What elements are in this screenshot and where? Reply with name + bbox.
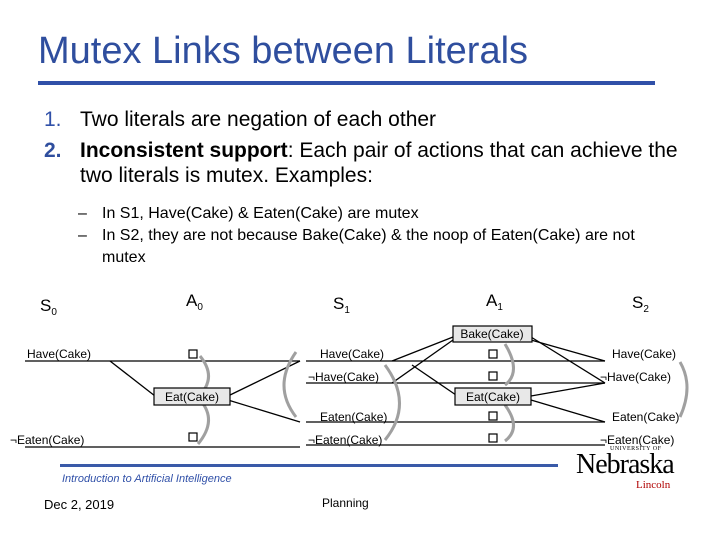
sub-bullet-text: In S2, they are not because Bake(Cake) &… [102, 227, 635, 266]
s2-literal: ¬Have(Cake) [600, 370, 671, 384]
sub-bullet-list: – In S1, Have(Cake) & Eaten(Cake) are mu… [78, 203, 638, 269]
noop-nodes [188, 349, 498, 443]
action-a1-bake: Bake(Cake) [452, 325, 533, 343]
graph-edges [25, 336, 606, 448]
action-a1-eat: Eat(Cake) [454, 387, 532, 406]
slide-date: Dec 2, 2019 [44, 497, 115, 512]
header-s1: S1 [333, 294, 350, 316]
slide-topic: Planning [322, 496, 369, 510]
bullet-text: : Each pair of actions that can achieve … [80, 139, 678, 187]
bullet-list: 1. Two literals are negation of each oth… [44, 107, 684, 194]
header-a1: A1 [486, 291, 503, 313]
sub-bullet-1: – In S1, Have(Cake) & Eaten(Cake) are mu… [78, 203, 638, 225]
bullet-number: 1. [44, 108, 62, 131]
action-a0-eat: Eat(Cake) [153, 387, 231, 406]
header-a0: A0 [186, 291, 203, 313]
header-s2: S2 [632, 293, 649, 315]
title-underline [38, 81, 655, 85]
sub-bullet-2: – In S2, they are not because Bake(Cake)… [78, 225, 638, 269]
bullet-bold-term: Inconsistent support [80, 139, 288, 162]
header-s0: S0 [40, 296, 57, 318]
s1-literal: Eaten(Cake) [320, 410, 387, 424]
svg-text:Eat(Cake): Eat(Cake) [466, 390, 520, 404]
slide-title: Mutex Links between Literals [38, 30, 529, 72]
s0-literal: ¬Eaten(Cake) [10, 433, 84, 447]
s0-literal: Have(Cake) [27, 347, 91, 361]
dash-marker: – [78, 227, 87, 244]
bullet-2: 2. Inconsistent support: Each pair of ac… [44, 138, 684, 188]
sub-bullet-text: In S1, Have(Cake) & Eaten(Cake) are mute… [102, 205, 419, 222]
footer-rule [60, 464, 558, 467]
planning-graph-diagram: S0 A0 S1 A1 S2 [10, 291, 689, 448]
university-logo: UNIVERSITY OF Nebraska Lincoln [576, 446, 675, 491]
course-name: Introduction to Artificial Intelligence [62, 473, 232, 485]
s1-literal: ¬Eaten(Cake) [308, 433, 382, 447]
bullet-text: Two literals are negation of each other [80, 108, 437, 131]
bullet-1: 1. Two literals are negation of each oth… [44, 107, 684, 132]
s2-literal: ¬Eaten(Cake) [600, 433, 674, 447]
svg-text:Eat(Cake): Eat(Cake) [165, 390, 219, 404]
bullet-number: 2. [44, 139, 62, 162]
s2-literal: Have(Cake) [612, 347, 676, 361]
s1-literal: ¬Have(Cake) [308, 370, 379, 384]
s1-literal: Have(Cake) [320, 347, 384, 361]
svg-text:Bake(Cake): Bake(Cake) [460, 327, 523, 341]
dash-marker: – [78, 205, 87, 222]
s2-literal: Eaten(Cake) [612, 410, 679, 424]
